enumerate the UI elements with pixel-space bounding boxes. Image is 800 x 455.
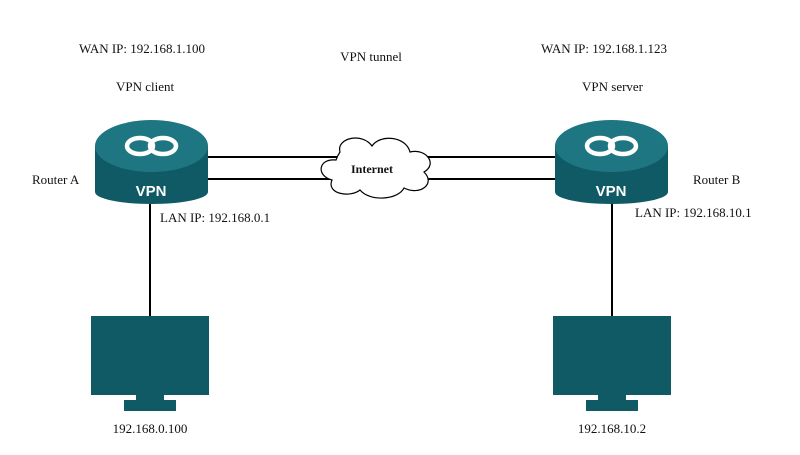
router-b: VPN [555,120,668,204]
pc-b-ip: 192.168.10.2 [578,421,646,436]
router-b-lan-ip: LAN IP: 192.168.10.1 [635,205,752,220]
internet-label: Internet [351,162,393,176]
router-a-role: VPN client [116,79,175,94]
router-b-bottom [555,180,668,204]
router-b-role: VPN server [582,79,644,94]
router-b-badge: VPN [596,183,627,200]
pc-b: 192.168.10.2 [553,316,671,436]
tunnel-label: VPN tunnel [340,49,402,64]
router-a-badge: VPN [136,183,167,200]
router-a-bottom [95,180,208,204]
monitor-icon [91,316,209,411]
router-a-name: Router A [32,172,80,187]
router-a: VPN [95,120,208,204]
pc-a-ip: 192.168.0.100 [113,421,188,436]
internet-cloud: Internet [320,137,431,199]
cloud-icon [320,137,431,199]
router-b-wan-ip: WAN IP: 192.168.1.123 [541,41,667,56]
router-a-lan-ip: LAN IP: 192.168.0.1 [160,210,270,225]
monitor-icon [553,316,671,411]
router-a-wan-ip: WAN IP: 192.168.1.100 [79,41,205,56]
link-icon [584,135,639,157]
router-b-name: Router B [693,172,741,187]
pc-a: 192.168.0.100 [91,316,209,436]
link-icon [124,135,179,157]
